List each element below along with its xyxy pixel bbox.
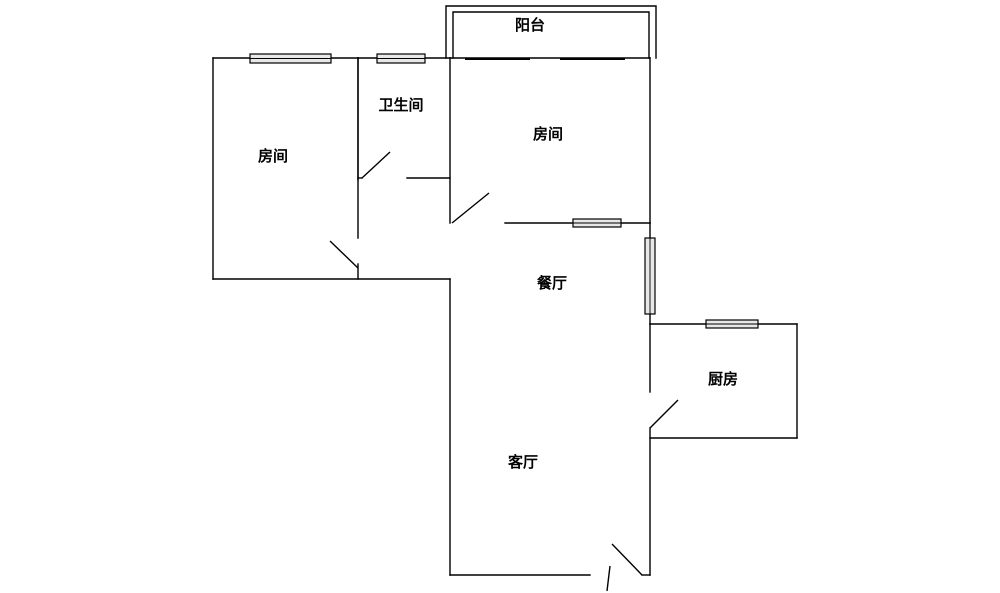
bedroom-right-window (572, 218, 622, 228)
bathroom-door (361, 151, 391, 179)
bedroom-left-door (329, 240, 359, 269)
bedroom-left: 房间 (212, 53, 451, 280)
bathroom-window (376, 53, 426, 64)
balcony-inner-wall (452, 11, 650, 59)
bathroom: 卫生间 (357, 53, 451, 181)
kitchen-label: 厨房 (708, 370, 738, 388)
kitchen-window (705, 319, 759, 329)
bedroom-right-door (451, 192, 490, 224)
dining-label: 餐厅 (537, 274, 567, 292)
balcony-outer-wall (445, 5, 657, 59)
main-hall: 餐厅 客厅 (449, 222, 656, 592)
bedroom-right: 房间 (449, 57, 651, 228)
kitchen-door (649, 399, 679, 429)
bedroom-left-label: 房间 (258, 147, 288, 165)
bedroom-left-window (249, 53, 332, 64)
balcony-label: 阳台 (515, 16, 545, 34)
dining-window (644, 237, 656, 315)
entrance-door (611, 543, 643, 576)
balcony: 阳台 (445, 5, 657, 60)
entrance-door-mark (606, 565, 611, 592)
kitchen: 厨房 (649, 319, 798, 439)
living-label: 客厅 (507, 453, 538, 471)
bedroom-right-label: 房间 (533, 125, 563, 143)
bathroom-label: 卫生间 (378, 96, 423, 114)
